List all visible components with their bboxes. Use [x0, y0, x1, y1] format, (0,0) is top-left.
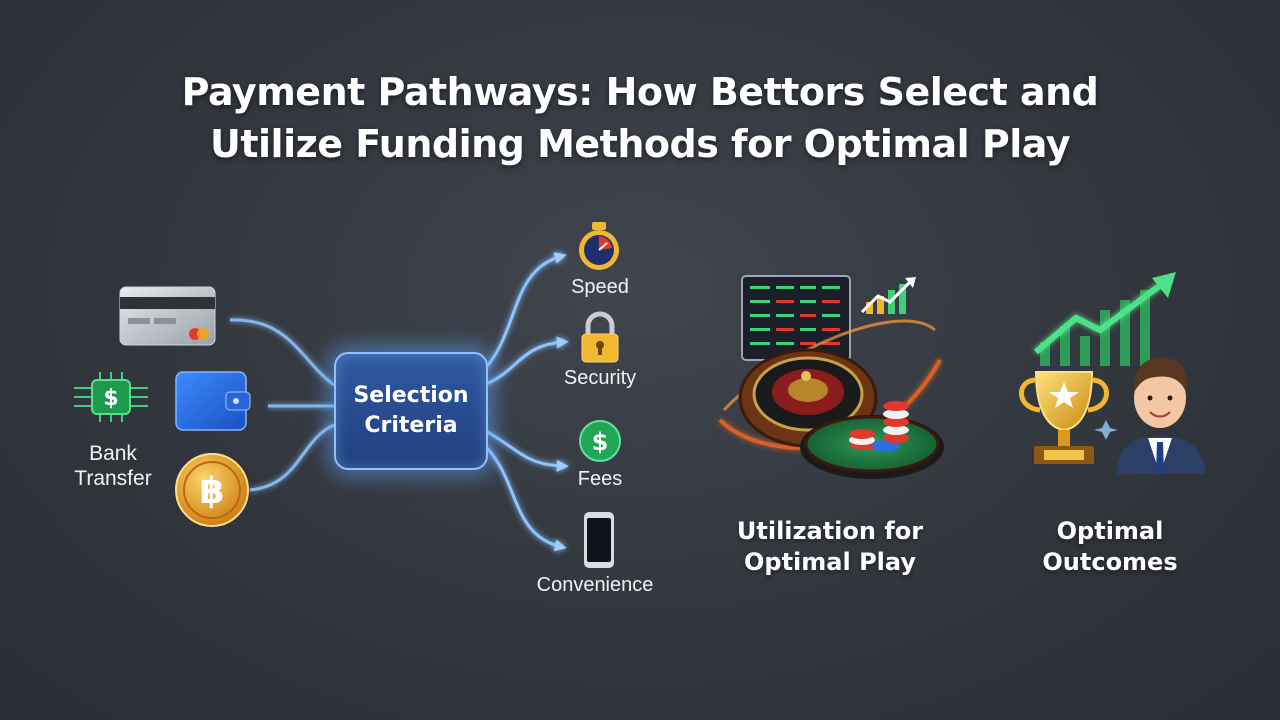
outcomes-line-1: Optimal — [1056, 517, 1164, 545]
outcomes-label: Optimal Outcomes — [1020, 516, 1200, 578]
utilization-line-1: Utilization for — [736, 517, 924, 545]
bank-transfer-chip-icon: $ — [74, 372, 148, 422]
criteria-convenience-label: Convenience — [536, 574, 654, 596]
utilization-line-2: Optimal Play — [744, 548, 916, 576]
page-title: Payment Pathways: How Bettors Select and… — [0, 66, 1280, 170]
growth-chart — [1040, 290, 1150, 366]
smartphone-icon — [584, 512, 614, 568]
selection-line-2: Criteria — [364, 413, 458, 438]
mini-growth-chart — [860, 277, 916, 314]
selection-criteria-box: Selection Criteria — [334, 352, 488, 470]
method-connectors — [229, 318, 335, 492]
title-line-2: Utilize Funding Methods for Optimal Play — [210, 122, 1070, 166]
svg-text:$: $ — [103, 386, 118, 411]
utilization-label: Utilization for Optimal Play — [720, 516, 940, 578]
title-line-1: Payment Pathways: How Bettors Select and — [181, 70, 1099, 114]
svg-text:$: $ — [592, 428, 609, 456]
outcomes-line-2: Outcomes — [1042, 548, 1178, 576]
businessman-avatar — [1116, 357, 1206, 474]
chip-stack — [883, 401, 909, 443]
roulette-table-icon — [718, 275, 944, 479]
criteria-security-label: Security — [563, 367, 637, 389]
criteria-fees-label: Fees — [577, 468, 623, 490]
bitcoin-icon: ฿ — [175, 453, 249, 527]
trophy-winner-icon — [1019, 272, 1206, 474]
selection-line-1: Selection — [353, 383, 469, 408]
criteria-speed-label: Speed — [571, 276, 629, 298]
svg-text:฿: ฿ — [199, 471, 224, 512]
criteria-connectors — [482, 252, 569, 552]
bank-transfer-label: Bank Transfer — [74, 442, 152, 490]
padlock-icon — [581, 311, 619, 363]
dollar-coin-icon: $ — [579, 420, 621, 462]
credit-card-icon — [119, 286, 216, 346]
e-wallet-icon — [175, 371, 251, 431]
stopwatch-icon — [579, 222, 619, 270]
